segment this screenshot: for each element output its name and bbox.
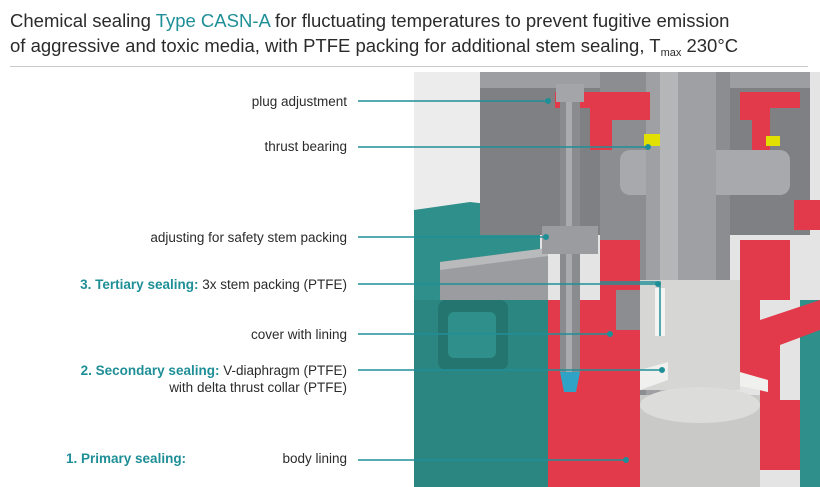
label-thrust-bearing: thrust bearing [264,139,347,154]
title-subscript: max [660,47,682,59]
label-body-lining: body lining [282,451,347,466]
label-plug-adjustment: plug adjustment [251,94,347,109]
secondary-sealing-line2: with delta thrust collar (PTFE) [169,380,347,395]
v-diaphragm-right [740,372,768,392]
secondary-sealing-name: 2. Secondary sealing: [80,363,220,378]
bolt-tip [560,372,580,392]
title-line-1: Chemical sealing Type CASN-A for fluctua… [10,10,730,31]
label-secondary-sealing: 2. Secondary sealing: V-diaphragm (PTFE)… [81,362,347,396]
label-tertiary-sealing: 3. Tertiary sealing: 3x stem packing (PT… [80,276,347,293]
secondary-sealing-desc: V-diaphragm (PTFE) [219,363,347,378]
plug-adjustment-nut [556,84,584,102]
label-primary-sealing: 1. Primary sealing: [66,451,187,466]
page-title: Chemical sealing Type CASN-A for fluctua… [10,8,810,59]
label-cover-lining: cover with lining [250,327,347,342]
safety-adjust-nut [542,226,598,254]
ptfe-upper-right [740,92,800,150]
ptfe-cover-lining [600,240,640,330]
tertiary-sealing-name: 3. Tertiary sealing: [80,277,199,292]
title-line-2: of aggressive and toxic media, with PTFE… [10,35,739,59]
type-name: Type CASN-A [155,10,270,31]
title-divider [10,66,808,67]
teal-body-right [800,300,820,487]
tertiary-sealing-desc: 3x stem packing (PTFE) [198,277,347,292]
label-adjusting-safety: adjusting for safety stem packing [150,230,347,245]
thrust-bearing-right [766,136,780,146]
ptfe-cover-lining-right [740,240,790,380]
thrust-bearing-left [644,134,660,146]
